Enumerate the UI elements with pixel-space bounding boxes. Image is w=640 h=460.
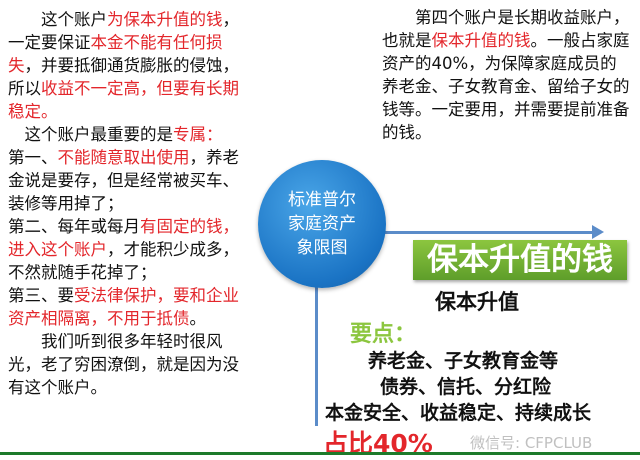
key-point: 债券、信托、分红险 — [380, 376, 552, 398]
subtitle: 保本升值 — [435, 290, 519, 314]
arrow-line — [384, 231, 598, 234]
highlight-text: 不能随意取出使用 — [57, 148, 190, 167]
key-point: 养老金、子女教育金等 — [368, 350, 559, 372]
body-text: 。 — [189, 309, 207, 328]
body-text: 第三、要 — [8, 286, 74, 305]
body-text: 。一般占家庭资产的40%，为保障家庭成员的养老金、子女教育金、留给子女的钱等。一… — [382, 31, 630, 142]
circle-title: 标准普尔 家庭资产 象限图 — [288, 190, 356, 258]
watermark: 微信号: CFPCLUB — [470, 434, 593, 452]
body-text: ，才能积少成多，不然就随手花掉了； — [8, 240, 239, 282]
body-text: 第二、每年或每月 — [8, 217, 140, 236]
body-text: 这个账户 — [8, 10, 107, 29]
arrow-right-icon — [592, 225, 604, 239]
highlight-text: 本金不能有任何损失 — [8, 33, 223, 75]
right-description: 第四个账户是长期收益账户，也就是保本升值的钱。一般占家庭资产的40%，为保障家庭… — [382, 6, 632, 144]
vertical-axis-line — [315, 286, 318, 426]
highlight-text: 受法律保护，要和企业资产相隔离，不用于抵债 — [8, 286, 239, 328]
body-text: ，并要抵御通货膨胀的侵蚀，所以 — [8, 56, 239, 98]
highlight-text: 保本升值的钱 — [431, 31, 531, 50]
quadrant-circle: 标准普尔 家庭资产 象限图 — [258, 160, 386, 288]
highlight-text: 收益不一定高，但要有长期稳定。 — [8, 79, 239, 121]
body-text: ，一定要保证 — [8, 10, 239, 52]
body-text: 我们听到很多年轻时很风光，老了穷困潦倒，就是因为没有这个账户。 — [8, 332, 239, 397]
bottom-divider — [0, 452, 640, 455]
body-text: ，养老金说是要存，但是经常被买车、装修等用掉了； — [8, 148, 239, 213]
body-text: 第一、 — [8, 148, 58, 167]
key-points-label: 要点： — [350, 322, 417, 347]
highlight-text: 专属： — [173, 125, 223, 144]
body-text: 这个账户最重要的是 — [8, 125, 174, 144]
highlight-text: 有固定的钱，进入这个账户 — [8, 217, 239, 259]
left-description: 这个账户为保本升值的钱，一定要保证本金不能有任何损失，并要抵御通货膨胀的侵蚀，所… — [8, 8, 250, 399]
key-point: 本金安全、收益稳定、持续成长 — [325, 402, 592, 424]
banner-title: 保本升值的钱 — [413, 240, 627, 280]
highlight-text: 为保本升值的钱 — [107, 10, 223, 29]
body-text: 第四个账户是长期收益账户，也就是 — [382, 8, 630, 50]
